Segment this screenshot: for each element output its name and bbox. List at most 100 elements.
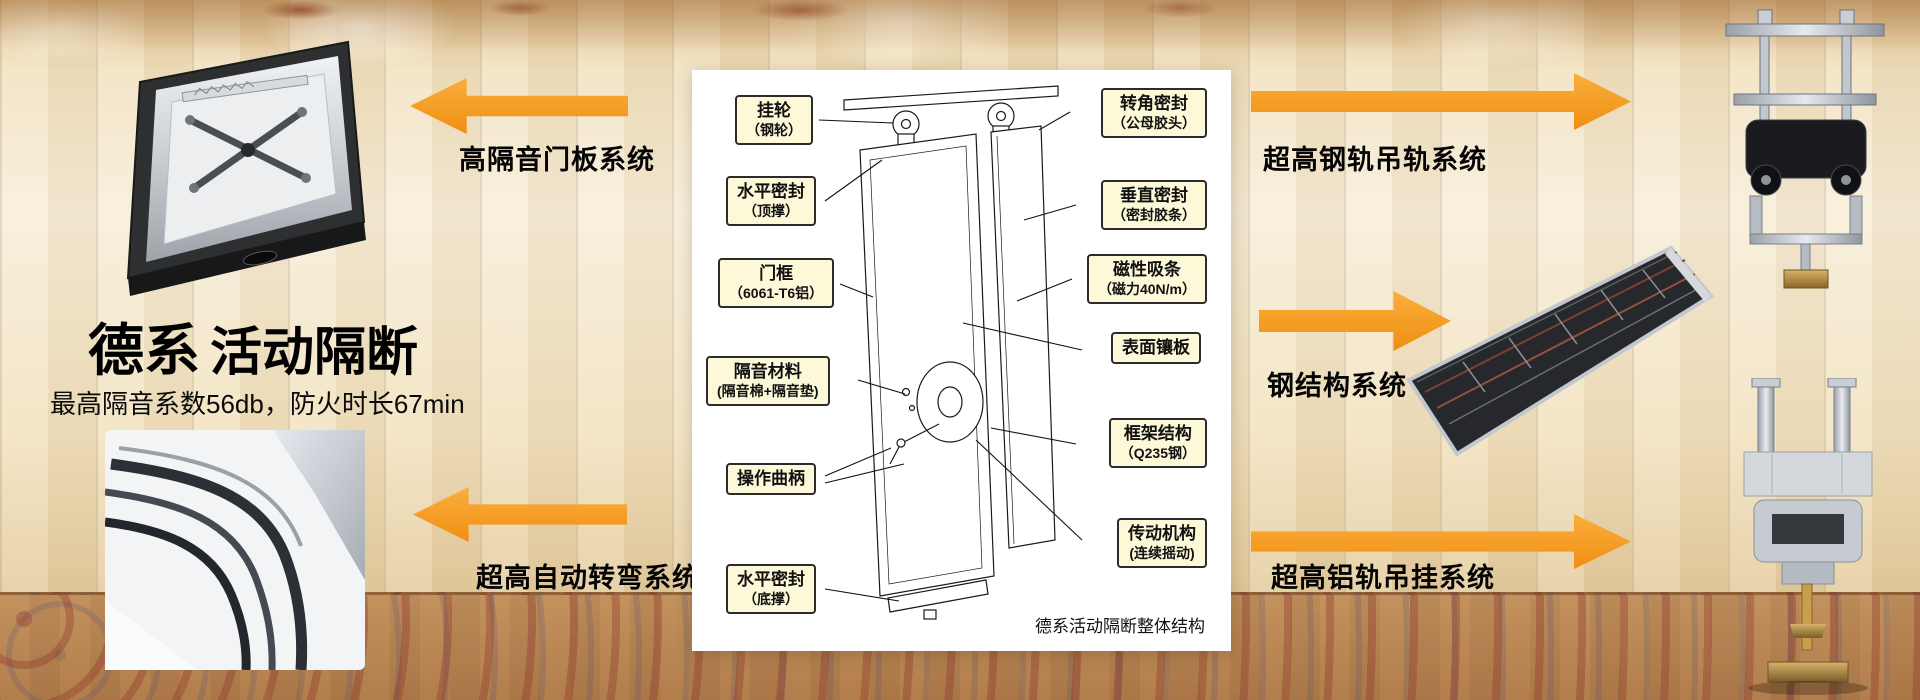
callout-hanging-wheel: 挂轮 （钢轮） — [735, 95, 813, 145]
brand-category: 活动隔断 — [210, 324, 419, 382]
nut — [1790, 624, 1826, 638]
curved-track-illustration — [104, 430, 365, 671]
callout-bottom-seal: 水平密封 （底撑） — [726, 564, 816, 614]
wheel-hub — [1841, 175, 1851, 185]
brand-subtitle: 最高隔音系数56db，防火时长67min — [50, 389, 465, 419]
callout-drive-mechanism: 传动机构 (连续摇动) — [1117, 518, 1207, 568]
callout-top-seal: 水平密封 （顶撑） — [726, 176, 816, 226]
arrow-auto-turn-system — [413, 487, 627, 542]
ceiling-shading — [0, 0, 1920, 52]
hardware-dot — [908, 404, 916, 412]
wheel-hub — [995, 110, 1007, 122]
callout-detail: （6061-T6铝） — [729, 285, 824, 302]
steel-structure-illustration — [1406, 245, 1715, 457]
callout-title: 水平密封 — [737, 570, 805, 589]
photo-door-panel-system — [110, 28, 375, 298]
right-arrow-icon — [1259, 291, 1451, 351]
label-auto-turn-system: 超高自动转弯系统 — [476, 563, 700, 593]
brand-title: 德系活动隔断 — [88, 306, 418, 387]
callout-title: 框架结构 — [1123, 424, 1192, 443]
partition-structure-drawing — [818, 85, 1083, 620]
end-cap — [1665, 248, 1711, 302]
alu-rail-hanger-illustration — [1743, 377, 1873, 695]
arrow-steel-rail-system — [1251, 73, 1631, 130]
callout-title: 门框 — [759, 264, 794, 283]
hardware-dot — [901, 387, 911, 397]
hanger-bolt — [1800, 243, 1811, 273]
crank-joint — [896, 438, 906, 448]
callout-title: 垂直密封 — [1120, 186, 1188, 205]
arrow-door-panel-system — [410, 78, 628, 134]
bolt — [185, 115, 195, 125]
bottom-seal — [887, 579, 989, 613]
callout-title: 磁性吸条 — [1112, 260, 1181, 279]
photo-auto-turn-system — [104, 430, 365, 671]
track-curve-light — [118, 446, 303, 547]
bolt — [297, 107, 307, 117]
photo-steel-structure-system — [1405, 232, 1715, 467]
threaded-rod — [1801, 583, 1813, 651]
label-door-panel-system: 高隔音门板系统 — [459, 145, 655, 175]
leader-lines — [818, 111, 1083, 602]
floor-plate — [1767, 661, 1849, 683]
handle-recess — [242, 250, 278, 266]
track-curve-2 — [104, 488, 276, 671]
callout-corner-seal: 转角密封 （公母胶头） — [1101, 88, 1207, 138]
door-panel-mechanism-illustration — [126, 40, 366, 296]
callout-door-frame: 门框 （6061-T6铝） — [718, 258, 835, 308]
right-arrow-icon — [1251, 514, 1631, 569]
seal-foot — [923, 609, 937, 620]
drive-mechanism — [916, 361, 984, 443]
label-alu-rail-system: 超高铝轨吊挂系统 — [1271, 563, 1495, 593]
callout-frame-structure: 框架结构 （Q235钢） — [1108, 418, 1207, 468]
label-steel-structure-system: 钢结构系统 — [1267, 371, 1407, 401]
brand-name: 德系 — [88, 319, 200, 382]
callout-detail: （顶撑） — [743, 203, 799, 220]
spring-bar — [181, 74, 309, 103]
metal-sheet — [273, 430, 365, 580]
callout-detail: (连续摇动) — [1129, 545, 1195, 562]
door-drawing — [843, 85, 1059, 620]
structure-panel — [1406, 245, 1715, 457]
top-track — [843, 85, 1059, 111]
callout-detail: （磁力40N/m） — [1097, 281, 1196, 298]
bolt — [189, 183, 199, 193]
wheel-hub — [900, 118, 912, 130]
callout-detail: (隔音棉+隔音垫) — [717, 383, 819, 400]
lower-bracket — [1781, 561, 1835, 585]
callout-surface-panel: 表面镶板 — [1111, 332, 1201, 365]
callout-detail: （底撑） — [743, 591, 799, 608]
callout-crank: 操作曲柄 — [726, 463, 816, 496]
callout-title: 表面镶板 — [1122, 338, 1190, 357]
left-arrow-icon — [410, 78, 628, 134]
extrusion-block — [1743, 451, 1873, 497]
bolt — [301, 173, 311, 183]
callout-title: 传动机构 — [1128, 524, 1196, 543]
left-arrow-icon — [413, 487, 627, 542]
callout-magnetic-strip: 磁性吸条 （磁力40N/m） — [1086, 254, 1207, 304]
callout-sound-insulation: 隔音材料 (隔音棉+隔音垫) — [706, 356, 830, 406]
callout-vertical-seal: 垂直密封 （密封胶条） — [1101, 180, 1207, 230]
right-arrow-icon — [1251, 73, 1631, 130]
callout-title: 转角密封 — [1120, 94, 1188, 113]
wheel-hub — [1761, 175, 1771, 185]
diagram-caption: 德系活动隔断整体结构 — [1035, 617, 1205, 636]
cross-ribs — [1462, 269, 1666, 393]
photo-alu-rail-system — [1710, 377, 1905, 698]
arrow-alu-rail-system — [1251, 514, 1631, 569]
housing-slot — [1772, 514, 1844, 544]
callout-title: 隔音材料 — [733, 362, 802, 381]
structure-diagram-panel: 挂轮 （钢轮） 水平密封 （顶撑） 门框 （6061-T6铝） 隔音材料 (隔音… — [692, 70, 1231, 651]
label-steel-rail-system: 超高钢轨吊轨系统 — [1263, 145, 1487, 175]
door-panel-front — [859, 133, 995, 597]
top-channels — [1751, 377, 1857, 453]
floor-shadow — [1748, 681, 1868, 695]
photo-steel-rail-system — [1700, 8, 1910, 293]
steel-rail-hanger-illustration — [1725, 9, 1885, 289]
arrow-steel-structure-system — [1259, 291, 1451, 351]
track-curve-1 — [110, 458, 308, 671]
callout-title: 挂轮 — [757, 101, 791, 120]
callout-detail: （钢轮） — [746, 122, 802, 139]
top-plates-and-rods — [1725, 9, 1885, 122]
